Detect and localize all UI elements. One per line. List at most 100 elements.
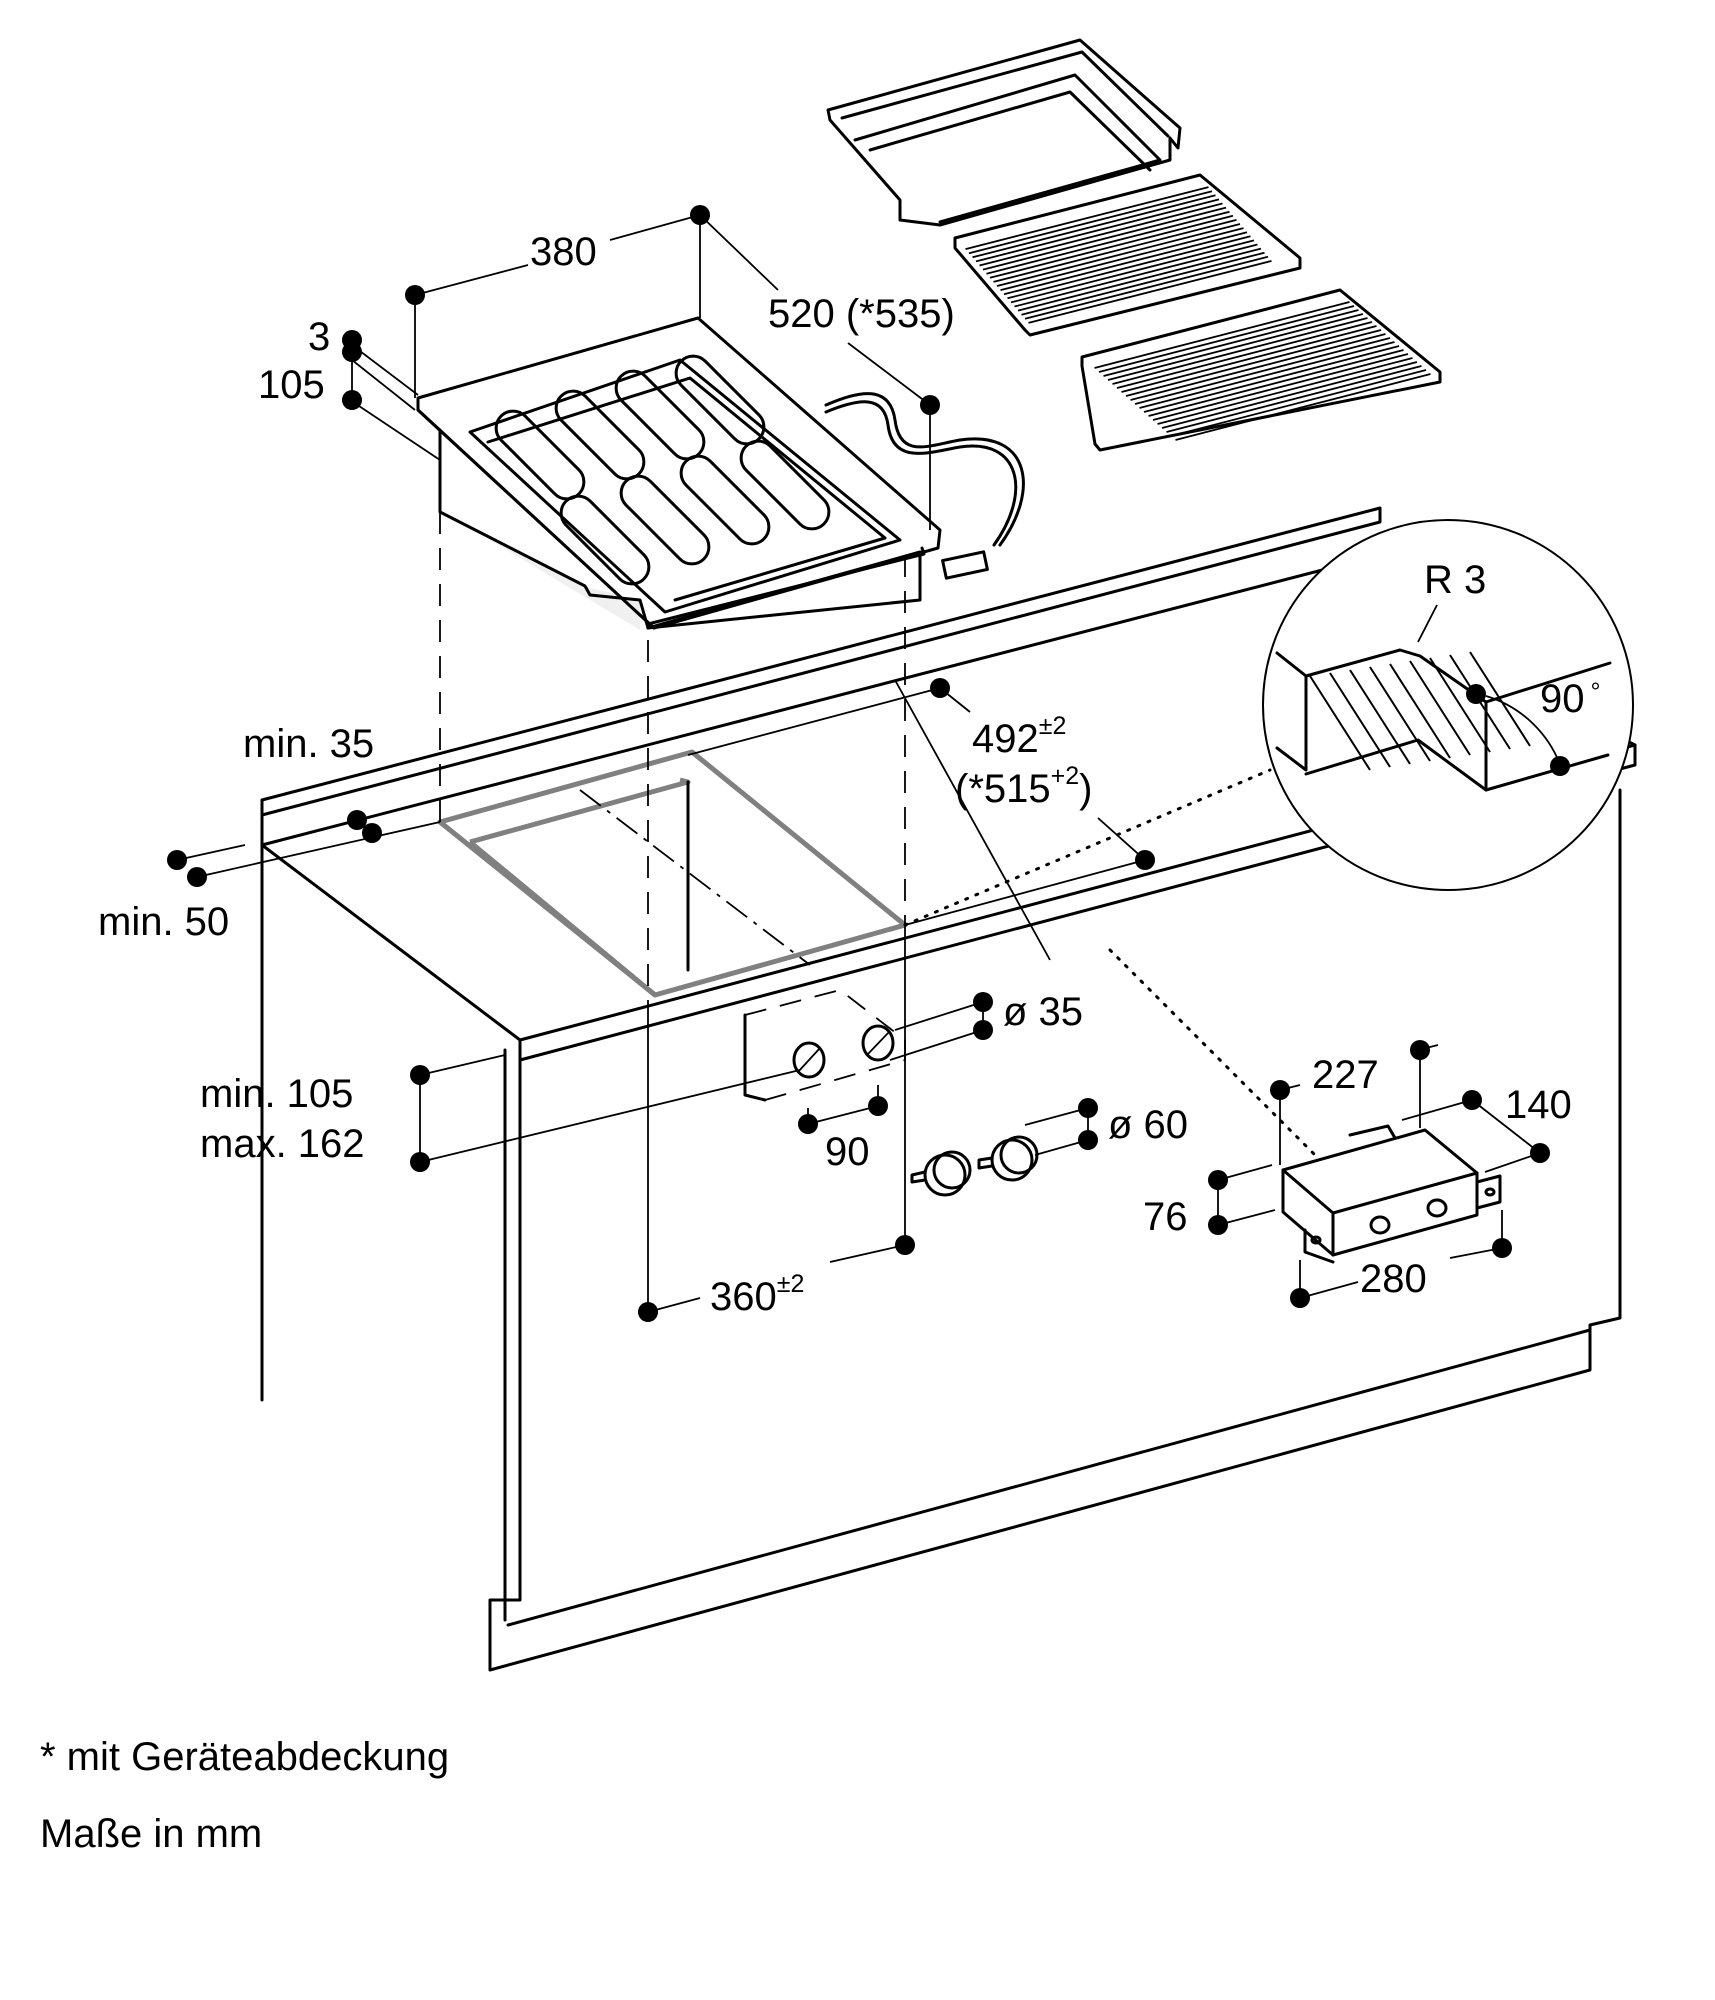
footnote-units: Maße in mm <box>40 1812 263 1856</box>
dimension-point <box>1290 1288 1310 1308</box>
grate-stripe <box>1161 361 1418 429</box>
label-appliance-depth: 520 (*535) <box>768 292 955 336</box>
label-appliance-width: 380 <box>530 230 597 274</box>
grill-appliance <box>416 316 1025 630</box>
label-box-height: 76 <box>1143 1195 1188 1239</box>
grate-stripe <box>1017 247 1262 312</box>
grate-stripe <box>1014 243 1258 308</box>
label-worktop-max: max. 162 <box>200 1122 365 1166</box>
label-side-clearance: min. 50 <box>98 900 229 944</box>
grate-stripe <box>1152 353 1409 421</box>
dimension-point <box>1135 850 1155 870</box>
dimension-point <box>1462 1090 1482 1110</box>
dimension-points <box>167 205 1570 1322</box>
label-box-length: 280 <box>1360 1257 1427 1301</box>
grill-grate-1 <box>953 173 1302 337</box>
dimension-point <box>1410 1040 1430 1060</box>
dimension-point <box>973 1020 993 1040</box>
grate-stripe <box>1021 251 1265 316</box>
grate-stripe <box>996 223 1241 287</box>
section-hatch <box>1429 657 1491 753</box>
section-hatch <box>1409 660 1471 756</box>
dimension-point <box>410 1065 430 1085</box>
label-edge-angle: 90° <box>1540 677 1601 721</box>
heating-coil <box>554 389 646 481</box>
dimension-point <box>342 342 362 362</box>
dimension-point <box>638 1302 658 1322</box>
grate-stripe <box>1010 239 1255 304</box>
dimension-point <box>895 1235 915 1255</box>
grate-stripe <box>1125 329 1382 397</box>
heating-coil <box>739 439 831 531</box>
label-knob-diameter: ø 60 <box>1108 1103 1188 1147</box>
dimension-leaders <box>176 214 1541 1313</box>
grate-stripe <box>1003 231 1248 296</box>
dimension-point <box>167 850 187 870</box>
label-edge-radius: R 3 <box>1424 558 1486 602</box>
grate-stripe <box>1175 373 1431 441</box>
dimension-point <box>405 285 425 305</box>
worktop <box>260 506 1637 1402</box>
label-cutout-depth: 492±2 <box>972 712 1066 761</box>
heating-coil <box>614 369 706 461</box>
grate-stripe <box>1134 337 1391 405</box>
section-hatch <box>1309 675 1371 771</box>
grate-stripe <box>1166 365 1422 433</box>
dimension-point <box>798 1114 818 1134</box>
edge-detail-magnifier <box>1262 519 1634 891</box>
grate-stripe <box>1007 235 1251 300</box>
grate-stripe <box>972 194 1216 259</box>
label-hole-spacing: 90 <box>825 1130 870 1174</box>
grate-stripe <box>975 198 1220 263</box>
dimension-point <box>1078 1098 1098 1118</box>
heating-coil <box>494 409 586 501</box>
section-hatch <box>1329 672 1391 768</box>
grate-stripe <box>1116 321 1373 389</box>
heating-coil <box>674 354 766 446</box>
dimension-point <box>930 678 950 698</box>
grate-stripe <box>982 206 1227 271</box>
dimension-point <box>1466 684 1486 704</box>
label-cutout-depth-alt: (*515+2) <box>955 762 1092 811</box>
dimension-point <box>342 390 362 410</box>
section-hatch <box>1389 663 1451 759</box>
dimension-point <box>920 395 940 415</box>
projection-lines <box>439 440 1322 1312</box>
label-box-width: 140 <box>1505 1083 1572 1127</box>
dimension-point <box>1078 1130 1098 1150</box>
dimension-point <box>1208 1215 1228 1235</box>
dimension-point <box>410 1152 430 1172</box>
cabinet <box>488 788 1622 1672</box>
label-cutout-width: 360±2 <box>710 1270 804 1319</box>
grate-stripe <box>1143 345 1400 413</box>
grate-stripe <box>1121 325 1377 393</box>
section-hatch <box>1369 666 1431 762</box>
section-hatch <box>1469 651 1531 747</box>
knob-hole-template <box>743 989 906 1102</box>
grate-stripe <box>1139 341 1395 409</box>
label-hole-diameter: ø 35 <box>1003 990 1083 1034</box>
worktop-cutout <box>437 749 908 998</box>
dimension-point <box>187 867 207 887</box>
label-box-depth: 227 <box>1312 1053 1379 1097</box>
grate-stripe <box>968 190 1213 255</box>
grill-grate-2 <box>1080 288 1442 452</box>
griddle-pan <box>826 38 1182 227</box>
grate-stripe <box>979 202 1223 267</box>
section-hatch <box>1349 669 1411 765</box>
grate-stripe <box>1094 301 1350 369</box>
grate-stripe <box>1024 255 1269 320</box>
grate-stripe <box>1098 305 1355 373</box>
dimension-point <box>1550 756 1570 776</box>
grate-stripe <box>1170 369 1427 437</box>
grate-stripe <box>1148 349 1404 417</box>
dimension-point <box>1270 1080 1290 1100</box>
grate-stripe <box>1107 313 1364 381</box>
grate-stripe <box>989 214 1234 279</box>
dimension-point <box>973 992 993 1012</box>
heating-coil <box>619 474 711 566</box>
label-rear-clearance: min. 35 <box>243 722 374 766</box>
control-knobs <box>910 1135 1039 1197</box>
footnote-asterisk: * mit Geräteabdeckung <box>40 1735 450 1779</box>
